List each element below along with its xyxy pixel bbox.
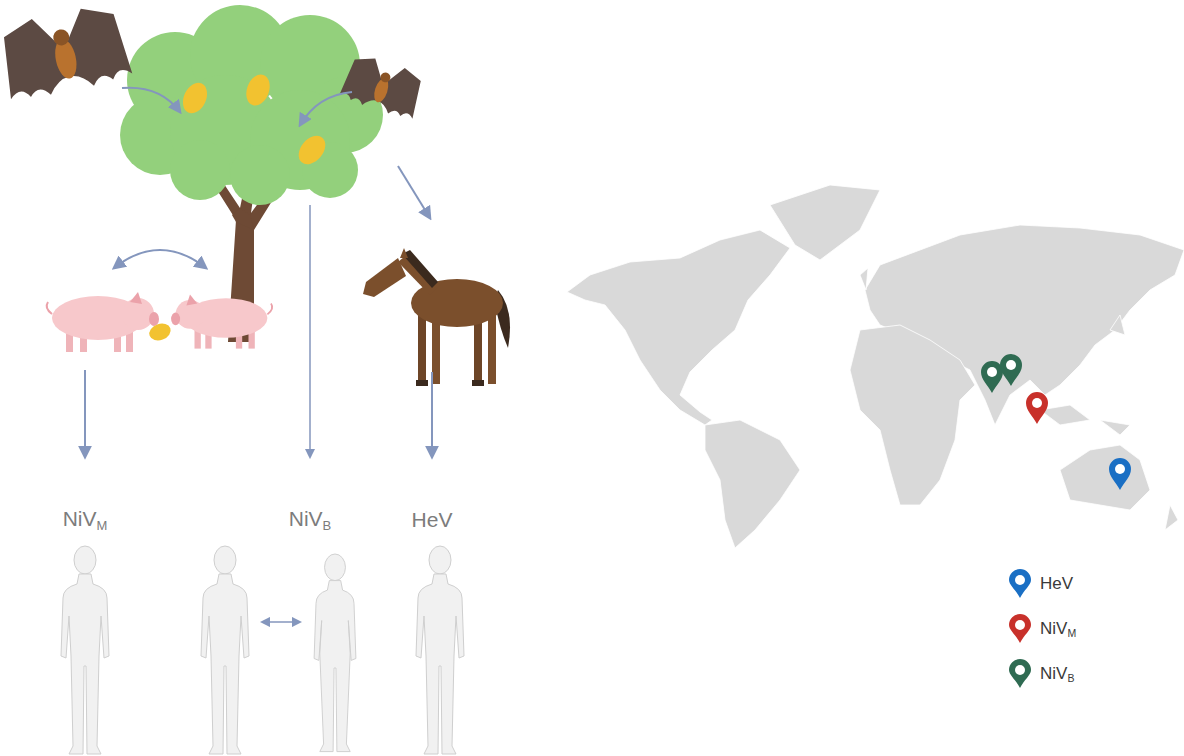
- pig: [47, 292, 159, 352]
- human-figures: [61, 546, 464, 754]
- virus-label: HeV: [412, 508, 453, 532]
- mango: [147, 321, 173, 344]
- fruit-bat: [0, 1, 133, 103]
- legend-text: NiVB: [1040, 664, 1108, 684]
- horse: [363, 248, 510, 386]
- fruit-tree: [120, 5, 383, 342]
- legend-item: NiVB: [1008, 659, 1076, 689]
- virus-label: NiVM: [63, 507, 108, 532]
- legend-text: HeV: [1040, 574, 1107, 594]
- legend-item: NiVM: [1008, 614, 1078, 644]
- fruit-bat: [339, 51, 427, 121]
- world-map: [567, 185, 1184, 548]
- legend-pin: [1008, 614, 1032, 644]
- legend-text: NiVM: [1040, 619, 1110, 639]
- virus-label: NiVB: [289, 507, 332, 532]
- legend-item: HeV: [1008, 569, 1075, 599]
- legend-pin: [1008, 569, 1032, 599]
- map-pins: [981, 354, 1131, 490]
- legend-pin: [1008, 659, 1032, 689]
- transmission-arrow: [85, 88, 432, 622]
- pig: [171, 295, 272, 349]
